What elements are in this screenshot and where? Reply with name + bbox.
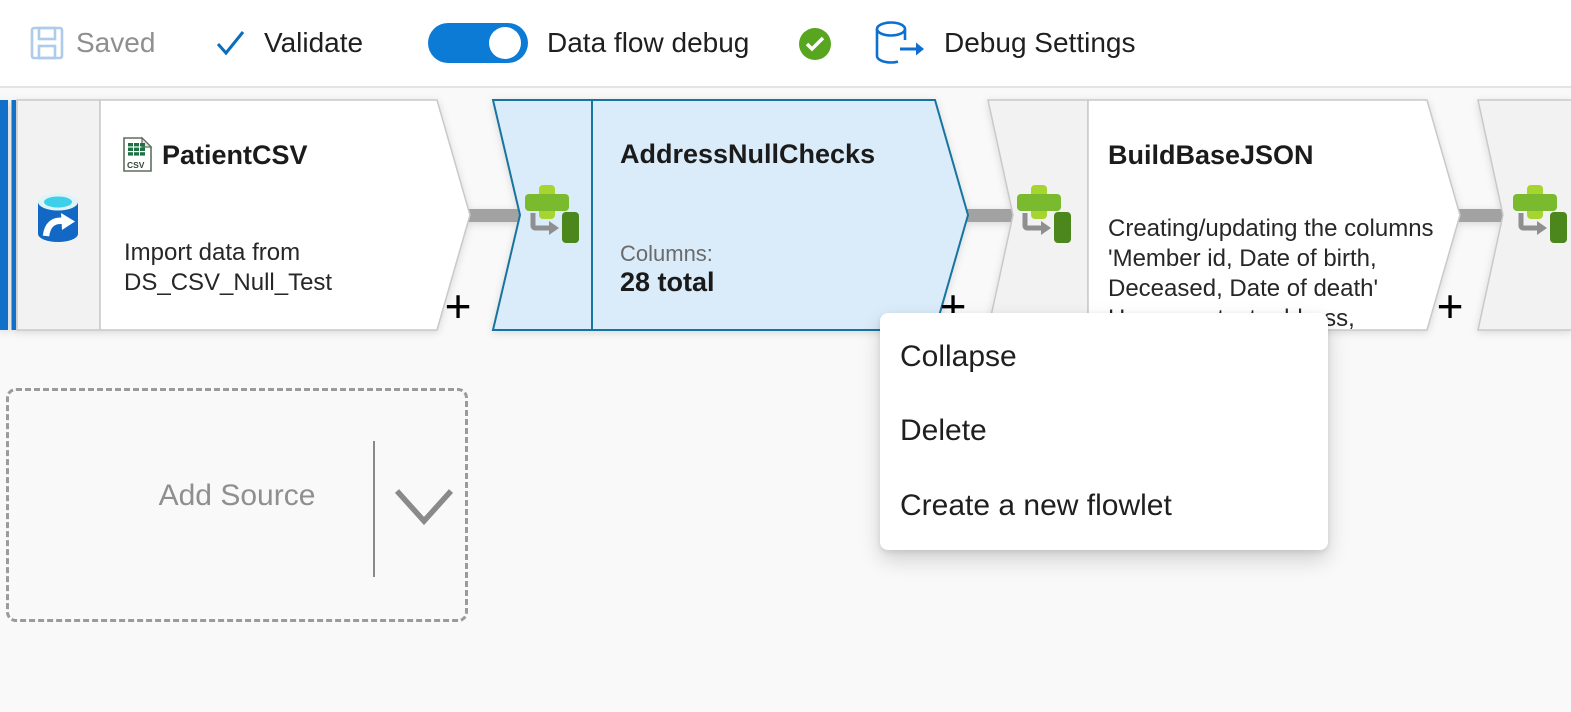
save-icon — [30, 26, 64, 60]
node-next-partial[interactable] — [1477, 99, 1571, 331]
saved-label: Saved — [76, 27, 156, 58]
context-menu: Collapse Delete Create a new flowlet — [880, 313, 1328, 550]
node-patientcsv-body[interactable] — [99, 99, 471, 331]
columns-value: 28 total — [620, 267, 715, 297]
toggle-knob — [489, 27, 521, 59]
add-transformation-button[interactable]: + — [1436, 280, 1464, 332]
saved-status: Saved — [76, 0, 155, 86]
dataflow-debug-label: Data flow debug — [547, 27, 750, 58]
validate-button[interactable]: Validate — [214, 0, 363, 86]
debug-settings-button[interactable]: Debug Settings — [874, 0, 1135, 86]
node-title-buildbasejson: BuildBaseJSON — [1108, 140, 1314, 170]
add-source-button[interactable]: Add Source — [6, 388, 468, 622]
add-source-divider — [373, 441, 375, 577]
node-addressnullchecks-body[interactable] — [591, 99, 970, 331]
connector-bar — [1457, 209, 1511, 222]
add-source-label: Add Source — [158, 479, 316, 512]
dataset-icon — [38, 193, 78, 242]
save-button[interactable] — [30, 0, 64, 86]
node-buildbasejson-body[interactable] — [1087, 99, 1461, 331]
flow-canvas: CSV — [0, 99, 1571, 331]
node-description-patientcsv: Import data from DS_CSV_Null_Test — [124, 239, 333, 296]
node-title-patientcsv: PatientCSV — [162, 140, 308, 170]
debug-status-ok-icon — [799, 28, 831, 60]
columns-label: Columns: — [620, 241, 713, 266]
canvas-left-stripe-thin — [11, 100, 16, 330]
check-icon — [216, 31, 245, 56]
add-transformation-button[interactable]: + — [444, 280, 472, 332]
csv-file-icon: CSV — [123, 136, 153, 172]
connector-bar — [962, 209, 1016, 222]
chevron-down-icon[interactable] — [393, 487, 455, 529]
menu-item-create-flowlet[interactable]: Create a new flowlet — [900, 488, 1172, 522]
node-title-addressnullchecks: AddressNullChecks — [620, 139, 876, 169]
dataflow-debug-toggle[interactable] — [428, 23, 528, 63]
menu-item-delete[interactable]: Delete — [900, 414, 987, 448]
debug-settings-label: Debug Settings — [944, 27, 1136, 58]
svg-text:CSV: CSV — [127, 160, 145, 170]
menu-item-collapse[interactable]: Collapse — [900, 340, 1017, 374]
canvas-left-stripe — [0, 100, 8, 330]
database-export-icon — [875, 21, 924, 64]
validate-label: Validate — [264, 27, 364, 58]
dataflow-debug: Data flow debug — [547, 0, 749, 86]
connector-bar — [466, 209, 522, 222]
toolbar: Saved Validate Data flow debug Debug Set… — [0, 0, 1571, 88]
